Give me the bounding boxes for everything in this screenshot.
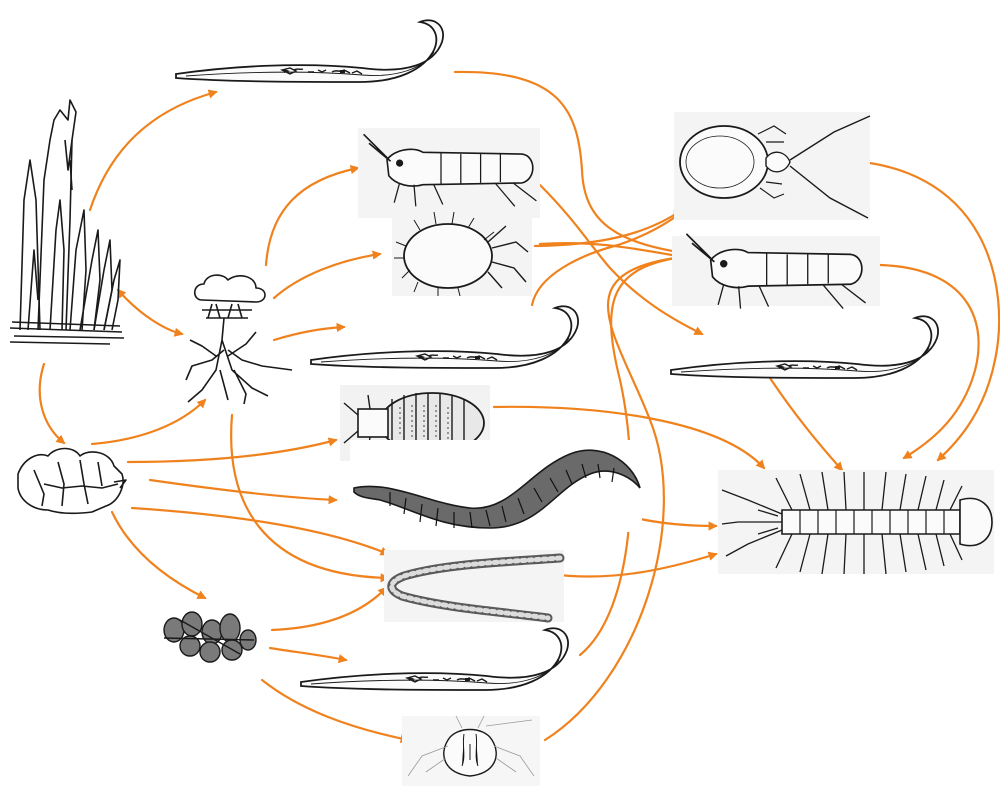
arrow-earthworm-centipede bbox=[580, 497, 716, 526]
arrow-litter-fungi bbox=[112, 512, 205, 598]
springtail-1-icon bbox=[358, 128, 540, 218]
arrow-nematode-mid-predmite bbox=[532, 212, 682, 305]
woodlouse-icon bbox=[340, 385, 490, 461]
predatory-mite-icon bbox=[674, 112, 870, 220]
fungal-spores-icon bbox=[164, 612, 256, 662]
arrow-litter-enchytraeid bbox=[132, 508, 388, 554]
arrow-layer bbox=[40, 72, 999, 740]
earthworm-icon bbox=[350, 440, 642, 532]
nematode-top-icon bbox=[176, 20, 443, 82]
arrow-mite-springtail2 bbox=[540, 243, 690, 258]
grass-icon bbox=[10, 100, 124, 344]
nematode-low-icon bbox=[301, 628, 568, 690]
nematode-predatory-icon bbox=[671, 316, 938, 378]
enchytraeid-worm-icon bbox=[384, 550, 564, 622]
arrow-litter-earthworm bbox=[150, 480, 336, 500]
arrow-grass-leaf-litter bbox=[40, 364, 64, 443]
protozoan-icon bbox=[402, 716, 540, 786]
arrow-springtail1-nematode-pred bbox=[540, 185, 702, 334]
nematode-mid-icon bbox=[311, 306, 578, 368]
springtail-2-icon bbox=[672, 234, 880, 309]
arrow-fungi-enchytraeid bbox=[272, 588, 386, 630]
centipede-icon bbox=[718, 470, 994, 574]
arrow-woodlouse-centipede bbox=[494, 407, 764, 468]
arrow-enchytraeid-centipede bbox=[550, 554, 716, 577]
arrow-fungi-nematode-low bbox=[270, 648, 346, 660]
arrow-springtail2-centipede bbox=[880, 265, 979, 458]
arrow-grass-nematode-top bbox=[90, 92, 216, 210]
tree-roots-icon bbox=[186, 275, 292, 404]
arrow-roots-enchytraeid bbox=[231, 415, 388, 578]
arrow-nematode-low-springtail2 bbox=[580, 256, 690, 655]
arrow-litter-woodlouse bbox=[128, 440, 336, 462]
arrow-roots-springtail bbox=[266, 168, 358, 265]
arrow-predmite-centipede bbox=[830, 160, 999, 460]
leaf-litter-icon bbox=[18, 449, 126, 514]
arrow-fungi-protozoan bbox=[262, 680, 408, 740]
arrow-grass-roots bbox=[118, 290, 182, 334]
arrow-mite-predmite bbox=[535, 210, 682, 246]
arrow-roots-nematode-mid bbox=[274, 327, 344, 340]
arrow-roots-mite bbox=[274, 254, 380, 298]
mite-hairy-icon bbox=[392, 212, 532, 296]
arrow-litter-roots bbox=[92, 400, 205, 444]
arrow-nematode-pred-centipede bbox=[770, 378, 842, 470]
arrow-protozoan-springtail2 bbox=[545, 256, 690, 740]
arrow-nematode-top-springtail2 bbox=[455, 72, 698, 255]
